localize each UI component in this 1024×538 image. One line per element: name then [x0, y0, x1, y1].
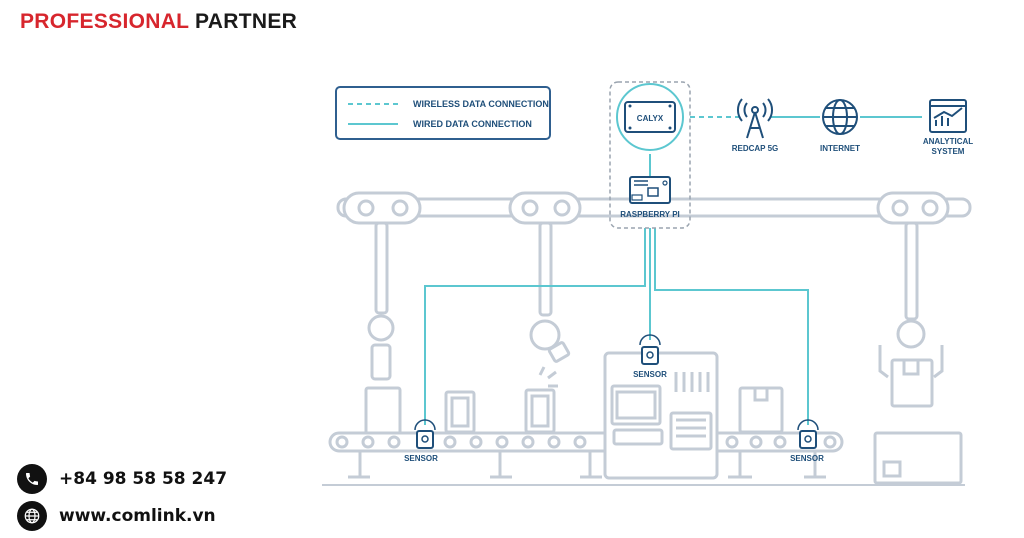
- internet-label: INTERNET: [820, 144, 860, 153]
- analytics-icon: [929, 99, 967, 133]
- sensor-left-label: SENSOR: [404, 454, 438, 463]
- contact-website[interactable]: www.comlink.vn: [17, 501, 216, 531]
- contact-phone[interactable]: +84 98 58 58 247: [17, 464, 227, 494]
- analytical-label-line2: SYSTEM: [932, 147, 965, 156]
- conveyor-rollers: [335, 435, 837, 449]
- robot-arm-welder: [508, 191, 582, 388]
- phone-number: +84 98 58 58 247: [59, 469, 228, 489]
- calyx-label: CALYX: [637, 114, 664, 123]
- raspberry-pi-label: RASPBERRY PI: [620, 210, 680, 219]
- analytical-system-node: ANALYTICAL SYSTEM: [923, 99, 973, 156]
- antenna-icon: [737, 98, 773, 139]
- legend: WIRELESS DATA CONNECTION WIRED DATA CONN…: [335, 86, 551, 140]
- robot-arm-gripper: [342, 191, 422, 436]
- brand-title-part1: PROFESSIONAL: [20, 10, 189, 33]
- processing-machine: [603, 351, 719, 480]
- robot-arm-claw: [876, 191, 950, 408]
- calyx-device-icon: [616, 83, 684, 151]
- internet-node: INTERNET: [820, 99, 860, 153]
- internet-globe-icon: [822, 99, 858, 135]
- sensor-icon: [797, 419, 819, 449]
- sensor-right-label: SENSOR: [790, 454, 824, 463]
- sensor-icon: [414, 419, 436, 449]
- analytical-label-line1: ANALYTICAL: [923, 137, 973, 146]
- output-box: [873, 431, 963, 485]
- gateway-group: CALYX RASPBERRY PI: [609, 81, 691, 229]
- legend-wired-label: WIRED DATA CONNECTION: [413, 119, 532, 129]
- sensor-center-label: SENSOR: [633, 370, 667, 379]
- wired-connections: [424, 116, 922, 425]
- conveyor-items: [444, 386, 784, 434]
- raspberry-pi-icon: [629, 176, 671, 204]
- phone-icon: [17, 464, 47, 494]
- sensor-center: SENSOR: [633, 334, 667, 379]
- redcap-label: REDCAP 5G: [732, 144, 779, 153]
- brand-title: PROFESSIONAL PARTNER: [20, 10, 297, 34]
- legend-wireless-label: WIRELESS DATA CONNECTION: [413, 99, 549, 109]
- sensor-icon: [639, 334, 661, 365]
- sensor-right: SENSOR: [790, 419, 824, 463]
- website-url: www.comlink.vn: [59, 506, 216, 526]
- redcap-node: REDCAP 5G: [732, 98, 779, 153]
- brand-title-part2: PARTNER: [195, 10, 298, 33]
- sensor-left: SENSOR: [404, 419, 438, 463]
- globe-icon: [17, 501, 47, 531]
